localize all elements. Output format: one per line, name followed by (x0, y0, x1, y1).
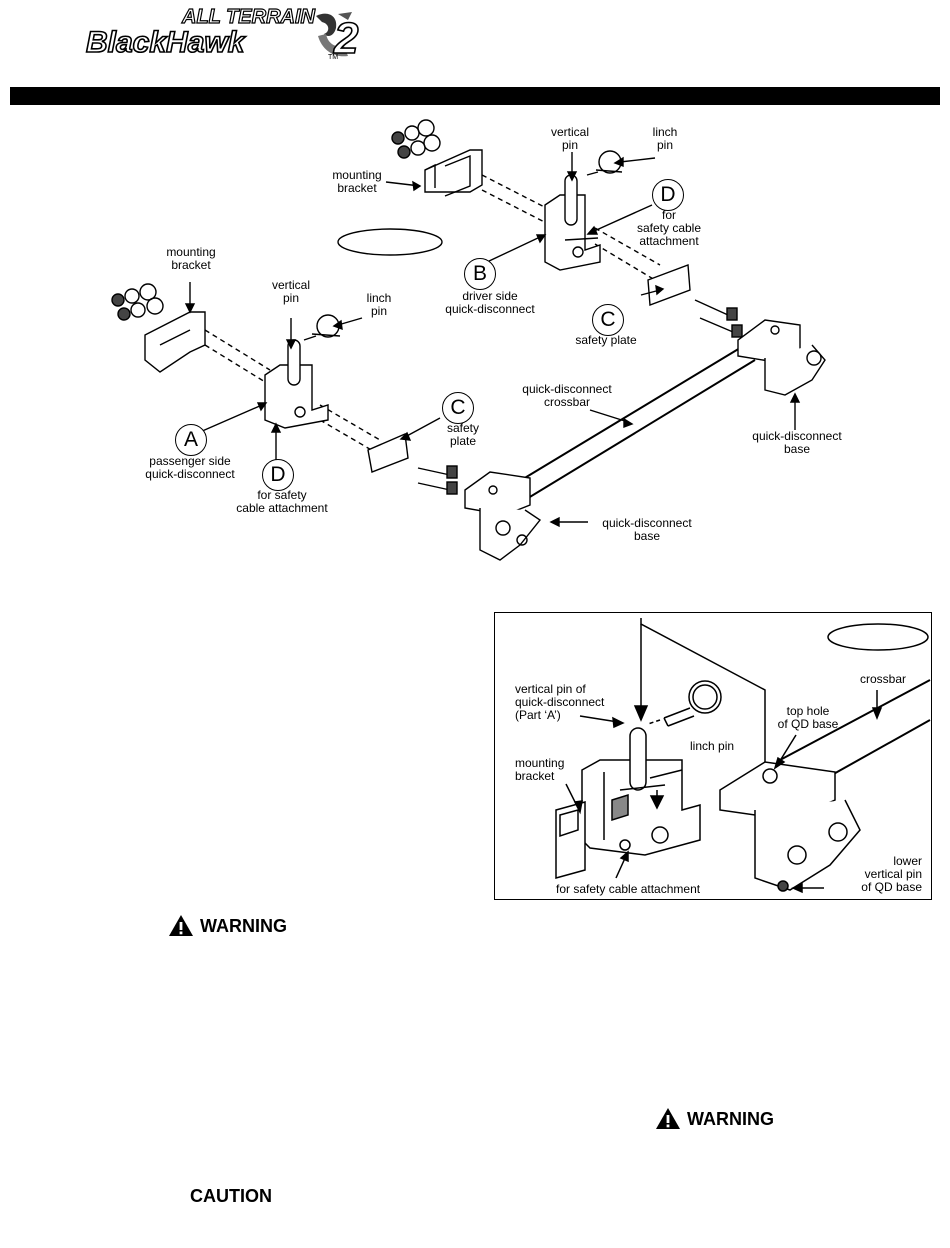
logo-mark-2: 2 (333, 13, 359, 64)
logo-all-terrain: ALL TERRAIN (181, 5, 315, 28)
label-safety-plate-lower: safety plate (446, 421, 479, 448)
part-c-marker-2: C (442, 392, 474, 424)
fig2-label-mounting-bracket: mounting bracket (515, 756, 565, 783)
warning-triangle-icon (169, 915, 193, 936)
fig2-label-vertical-pin: vertical pin of quick-disconnect (Part ‘… (515, 682, 605, 722)
label-safety-cable-lower: for safety cable attachment (236, 488, 328, 515)
caution-notice: CAUTION (190, 1186, 272, 1206)
part-d-marker-2: D (262, 459, 294, 491)
label-linch-pin-lower: linch pin (366, 291, 392, 318)
brand-logo: ALL TERRAIN BlackHawk 2 TM (85, 4, 376, 68)
fig2-label-safety-cable: for safety cable attachment (556, 882, 701, 896)
figure-2-detail-view (555, 618, 931, 894)
label-driver-side-qd: driver side quick-disconnect (445, 289, 535, 316)
label-qd-base-left: quick-disconnect base (602, 516, 692, 543)
figure-badge-2 (827, 623, 929, 651)
fig2-label-top-hole: top hole of QD base (777, 704, 839, 731)
label-vertical-pin-lower: vertical pin (271, 278, 310, 305)
label-mounting-bracket-lower: mounting bracket (166, 245, 216, 272)
header-bar (10, 87, 940, 105)
figure-2-frame (494, 612, 932, 900)
warning-notice-right: WARNING (655, 1107, 774, 1130)
label-linch-pin-upper: linch pin (652, 125, 678, 152)
label-qd-base-right: quick-disconnect base (752, 429, 842, 456)
part-d-marker: D (652, 179, 684, 211)
label-safety-plate-upper: safety plate (575, 333, 637, 347)
label-safety-cable-upper: for safety cable attachment (636, 208, 702, 248)
label-vertical-pin-upper: vertical pin (550, 125, 589, 152)
part-a-marker: A (175, 424, 207, 456)
fig2-label-linch-pin: linch pin (690, 739, 735, 753)
warning-notice-left: WARNING (168, 914, 287, 937)
warning-label-right: WARNING (687, 1108, 774, 1129)
figure-badge-1 (337, 228, 443, 256)
label-mounting-bracket-upper: mounting bracket (332, 168, 382, 195)
warning-triangle-icon (656, 1108, 680, 1129)
part-c-marker: C (592, 304, 624, 336)
fig2-label-lower-pin: lower vertical pin of QD base (861, 854, 922, 894)
warning-label-left: WARNING (200, 915, 287, 936)
logo-hawk-icon (316, 12, 352, 57)
label-qd-crossbar: quick-disconnect crossbar (522, 382, 612, 409)
logo-blackhawk: BlackHawk (85, 25, 245, 60)
figure-1-exploded-view (111, 119, 826, 561)
label-passenger-side-qd: passenger side quick-disconnect (145, 454, 235, 481)
fig2-label-crossbar: crossbar (859, 672, 906, 686)
caution-label: CAUTION (190, 1186, 272, 1206)
logo-tm: TM (328, 54, 339, 61)
part-b-marker: B (464, 258, 496, 290)
